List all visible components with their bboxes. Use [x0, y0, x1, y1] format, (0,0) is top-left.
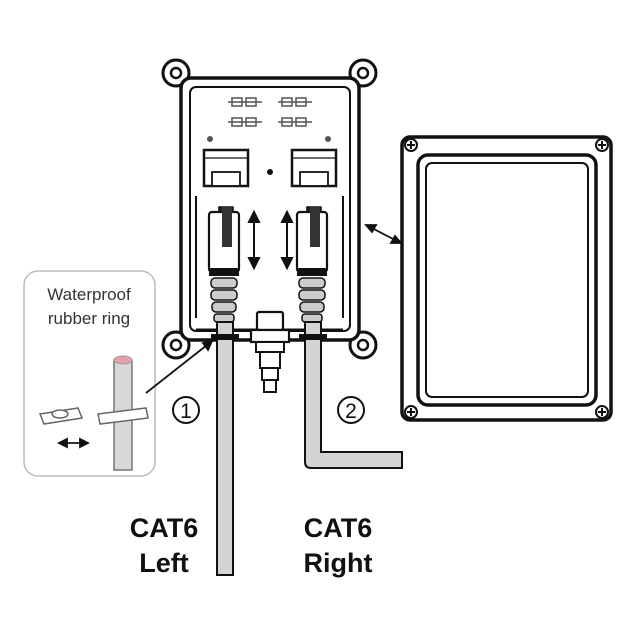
screw-dot-right	[325, 136, 331, 142]
screw-dot-left	[207, 136, 213, 142]
cable-left-label-line1: CAT6	[130, 513, 199, 543]
mounting-ear-top-left	[161, 58, 191, 88]
rj45-port-right	[290, 148, 338, 188]
lid-screw-top-right	[595, 138, 609, 152]
cable-right-label-line1: CAT6	[304, 513, 373, 543]
cable-left	[216, 321, 234, 576]
lid-arrow-icon	[364, 224, 403, 244]
marker-2-label: 2	[345, 400, 357, 423]
marker-1-label: 1	[180, 400, 192, 423]
rj45-port-left	[202, 148, 250, 188]
callout-label-line2: rubber ring	[48, 309, 130, 328]
enclosure-lid	[400, 135, 613, 422]
rj45-plug-left	[207, 206, 241, 323]
slide-arrow-right-icon	[280, 209, 294, 271]
cable-left-label-line2: Left	[139, 548, 189, 578]
cable-right-label-line2: Right	[304, 548, 373, 578]
rubber-ring-callout: Waterproof rubber ring	[23, 270, 156, 477]
fuse-clips	[228, 97, 312, 127]
ring-slide-arrow-icon	[56, 437, 91, 449]
slide-arrow-left-icon	[247, 209, 261, 271]
lid-screw-bottom-right	[595, 405, 609, 419]
center-dot	[267, 169, 273, 175]
rubber-ring-illustration	[38, 407, 149, 425]
enclosure	[161, 58, 378, 393]
lid-screw-top-left	[404, 138, 418, 152]
callout-leader-arrow	[145, 339, 214, 394]
ground-stud	[249, 310, 291, 393]
mounting-ear-bottom-left	[161, 330, 191, 360]
mounting-ear-bottom-right	[348, 330, 378, 360]
lid-screw-bottom-left	[404, 405, 418, 419]
callout-label-line1: Waterproof	[47, 285, 131, 304]
marker-1: 1	[172, 396, 200, 424]
marker-2: 2	[337, 396, 365, 424]
rj45-plug-right	[295, 206, 329, 323]
